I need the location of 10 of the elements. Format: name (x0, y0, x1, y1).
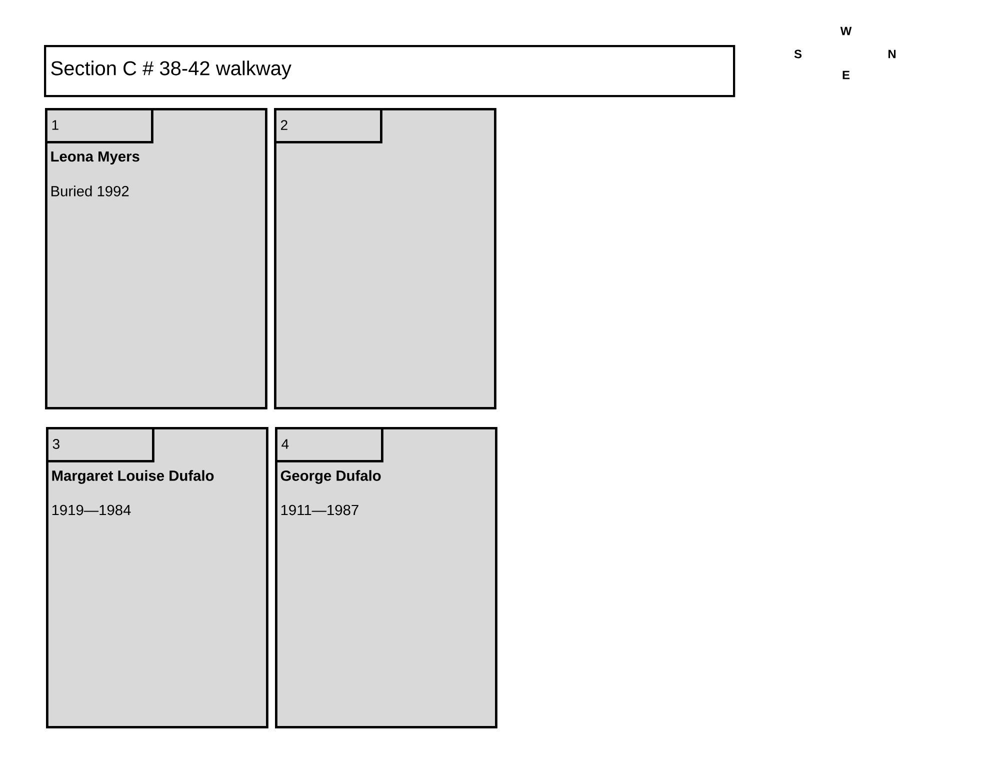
plot-number-tab: 2 (274, 108, 382, 144)
compass-letter: E (842, 70, 850, 80)
compass-letter: S (794, 50, 802, 58)
plot-number-tab: 1 (45, 108, 154, 144)
compass-letter: N (888, 50, 896, 58)
plot-number-tab: 4 (275, 427, 384, 462)
walkway-box: Section C # 38-42 walkway (44, 45, 736, 98)
compass-letter: W (840, 26, 852, 36)
plot-box (274, 108, 496, 410)
plot-number-tab: 3 (46, 427, 154, 462)
